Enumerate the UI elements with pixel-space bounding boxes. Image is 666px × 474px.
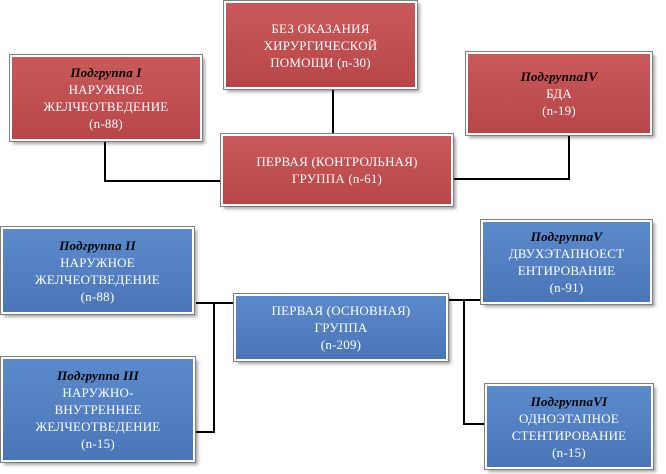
box-control-group: ПЕРВАЯ (КОНТРОЛЬНАЯ) ГРУППА (n-61) [221,134,453,206]
subgroup-5-line-2: ЕНТИРОВАНИЕ [517,263,616,278]
main-group-line-2: ГРУППА [314,320,368,335]
subgroup-1-line-1: НАРУЖНОЕ [68,82,144,97]
subgroup-6-title: ПодгруппаVI [530,393,608,409]
no-surgery-line-2: ХИРУРГИЧЕСКОЙ [263,37,378,53]
subgroup-5-title: ПодгруппаV [530,229,603,244]
main-group-line-3: (n-209) [320,337,362,352]
control-group-line-1: ПЕРВАЯ (КОНТРОЛЬНАЯ) [256,154,418,169]
subgroup-4-title: ПодгруппаIV [520,69,598,84]
connector-left-branch [196,303,215,433]
subgroup-4-line-1: БДА [546,86,572,101]
box-subgroup-2: Подгруппа II НАРУЖНОЕ ЖЕЛЧЕОТВЕДЕНИЕ (n-… [1,227,194,314]
subgroup-4-line-2: (n-19) [542,103,576,118]
subgroup-1-line-3: (n-88) [89,116,123,131]
box-subgroup-6: ПодгруппаVI ОДНОЭТАПНОЕ СТЕНТИРОВАНИЕ (n… [485,384,653,469]
box-subgroup-1: Подгруппа I НАРУЖНОЕ ЖЕЛЧЕОТВЕДЕНИЕ (n-8… [10,55,202,141]
subgroup-5-line-1: ДВУХЭТАПНОЕСТ [508,246,625,261]
box-subgroup-5: ПодгруппаV ДВУХЭТАПНОЕСТ ЕНТИРОВАНИЕ (n-… [481,220,652,304]
subgroup-6-line-2: СТЕНТИРОВАНИЕ [511,427,627,443]
no-surgery-line-1: БЕЗ ОКАЗАНИЯ [271,20,370,36]
subgroup-3-line-3: ЖЕЛЧЕОТВЕДЕНИЕ [35,419,161,434]
connector-right-branch [463,300,486,425]
subgroup-3-title: Подгруппа III [57,368,139,383]
subgroup-2-line-2: ЖЕЛЧЕОТВЕДЕНИЕ [35,271,160,287]
subgroup-6-line-1: ОДНОЭТАПНОЕ [519,410,619,426]
subgroup-3-line-1: НАРУЖНО- [62,385,134,400]
subgroup-1-title: Подгруппа I [70,65,142,80]
box-main-group: ПЕРВАЯ (ОСНОВНАЯ) ГРУППА (n-209) [234,294,448,361]
box-no-surgery: БЕЗ ОКАЗАНИЯ ХИРУРГИЧЕСКОЙ ПОМОЩИ (n-30) [224,1,417,89]
subgroup-6-line-3: (n-15) [552,444,586,460]
subgroup-2-title: Подгруппа II [59,237,136,253]
box-subgroup-3: Подгруппа III НАРУЖНО- ВНУТРЕННЕЕ ЖЕЛЧЕО… [1,357,195,462]
box-subgroup-4: ПодгруппаIV БДА (n-19) [466,52,652,135]
subgroup-2-line-3: (n-88) [80,288,115,304]
main-group-line-1: ПЕРВАЯ (ОСНОВНАЯ) [271,303,411,318]
subgroup-2-line-1: НАРУЖНОЕ [60,254,135,270]
subgroup-3-line-4: (n-15) [81,436,115,451]
control-group-line-2: ГРУППА (n-61) [291,171,383,186]
connector-subgroup4-to-control [452,134,570,180]
no-surgery-line-3: ПОМОЩИ (n-30) [270,54,371,70]
connector-subgroup1-to-control [104,140,222,182]
subgroup-3-line-2: ВНУТРЕННЕЕ [54,402,142,417]
subgroup-1-line-2: ЖЕЛЧЕОТВЕДЕНИЕ [43,99,169,114]
subgroup-5-line-3: (n-91) [549,280,584,295]
